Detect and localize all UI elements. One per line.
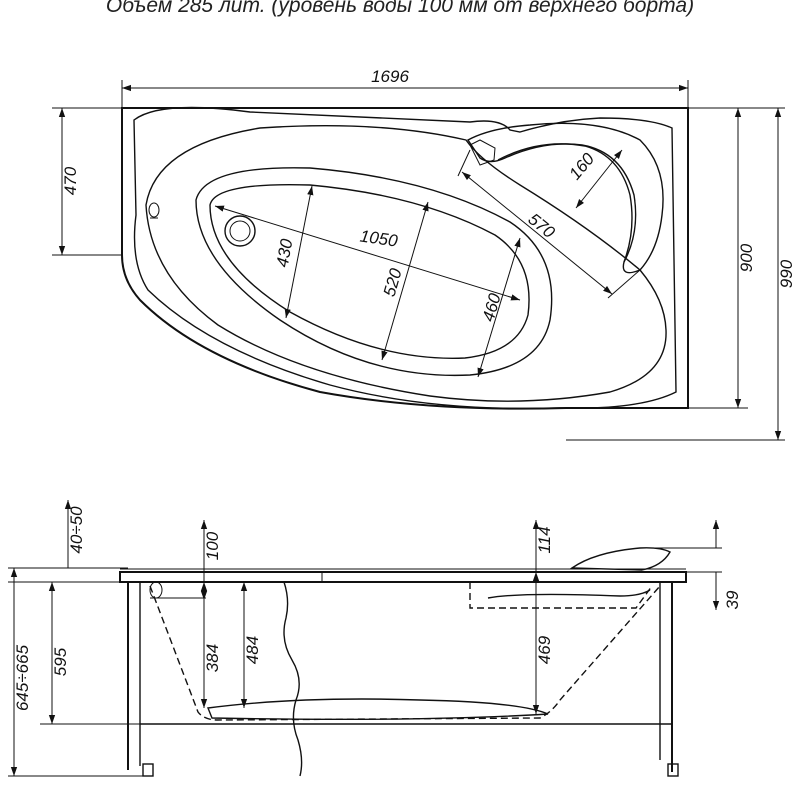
dim-depth-outer: 384 xyxy=(203,644,222,672)
side-headrest xyxy=(569,547,671,571)
dim-inner-width-center: 520 xyxy=(380,266,406,299)
dim-rim-adjust: 40÷50 xyxy=(67,506,86,554)
dim-rim-height: 39 xyxy=(723,590,742,609)
overflow-hole xyxy=(148,202,160,218)
side-seat-edge xyxy=(487,589,651,599)
side-view: 40÷50 645÷665 595 100 384 484 114 469 39 xyxy=(8,500,742,777)
volume-caption: Объем 285 лит. (уровень воды 100 мм от в… xyxy=(105,0,695,17)
dim-depth-right-inner: 900 xyxy=(737,243,756,272)
tub-outer-outline xyxy=(121,107,689,410)
drain-inner xyxy=(229,220,251,242)
dim-inner-width-left: 430 xyxy=(273,237,297,269)
left-foot xyxy=(142,763,154,777)
dim-water-level: 100 xyxy=(203,531,222,560)
dim-headrest-width: 160 xyxy=(565,149,598,183)
dim-depth-inner: 484 xyxy=(243,636,262,664)
dim-depth-left: 470 xyxy=(61,166,80,195)
right-foot xyxy=(667,763,679,777)
dim-inner-width-right: 460 xyxy=(479,291,505,324)
top-view: 1696 470 900 990 1050 430 520 460 570 xyxy=(52,67,796,441)
side-bowl-floor xyxy=(207,698,549,721)
side-seat-profile xyxy=(469,582,653,609)
tub-rim xyxy=(133,106,677,410)
seat-outline xyxy=(466,122,664,274)
seat-step xyxy=(469,139,496,166)
floor-inner-oval xyxy=(209,183,530,359)
dim-headrest-height: 114 xyxy=(535,526,554,553)
dim-panel-height: 595 xyxy=(51,647,70,676)
dim-depth-right-total: 990 xyxy=(777,259,796,288)
dim-seat-diagonal: 570 xyxy=(524,209,558,242)
dim-width-total: 1696 xyxy=(371,67,409,86)
dim-inner-length: 1050 xyxy=(359,227,400,251)
cutaway-line xyxy=(283,581,303,777)
side-rim xyxy=(119,571,687,583)
floor-outer-oval xyxy=(195,167,553,377)
dim-depth-seat: 469 xyxy=(535,635,554,664)
bowl-outline xyxy=(145,125,667,402)
side-bowl-profile xyxy=(149,585,661,721)
dim-total-height: 645÷665 xyxy=(13,644,32,711)
